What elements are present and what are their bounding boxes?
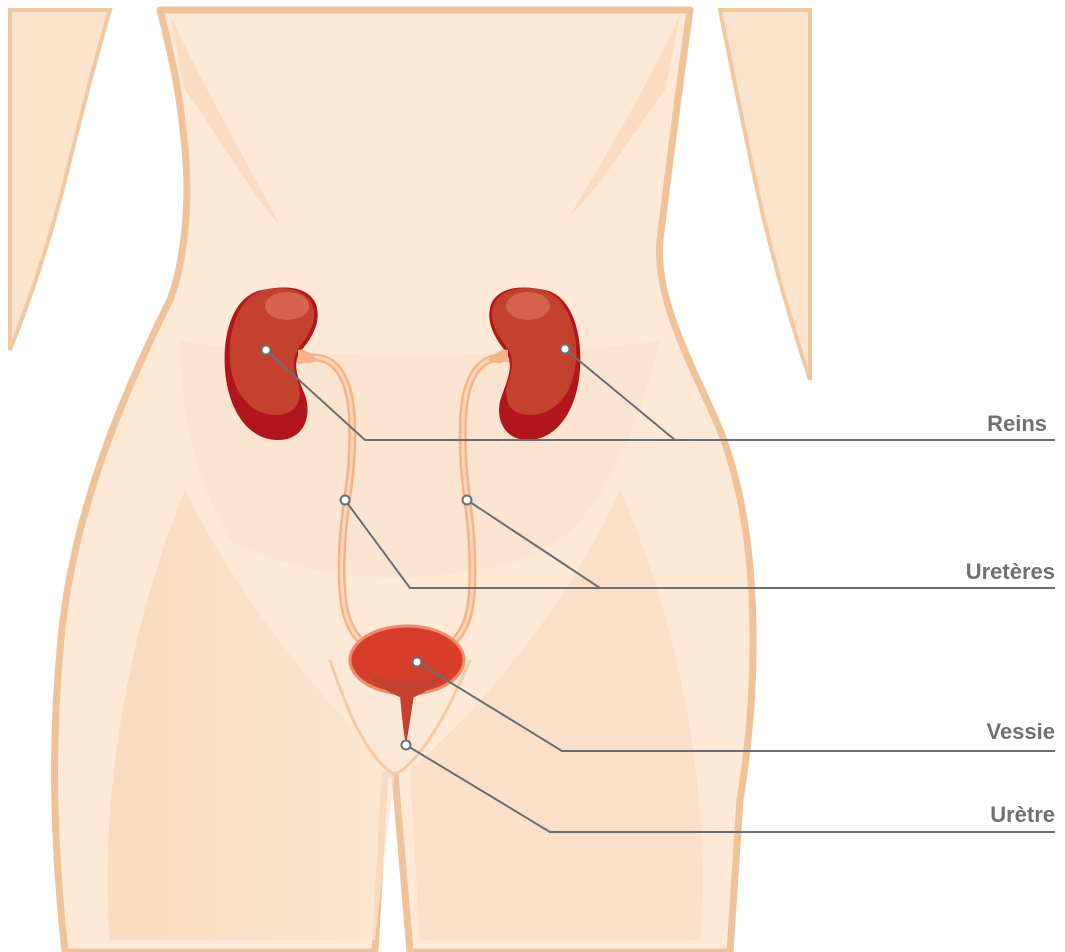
label-ureteres: Uretères [966,559,1055,585]
pointer-dot-reins-right [561,345,570,354]
left-arm [10,10,110,350]
pointer-dot-vessie [413,658,422,667]
pointer-dot-uretre [402,741,411,750]
label-uretre: Urètre [990,802,1055,828]
label-vessie: Vessie [986,719,1055,745]
right-arm [720,10,810,380]
pointer-dot-ureteres-right [463,496,472,505]
pointer-dot-ureteres-left [341,496,350,505]
pointer-dot-reins-left [262,346,271,355]
label-reins: Reins [987,411,1047,437]
